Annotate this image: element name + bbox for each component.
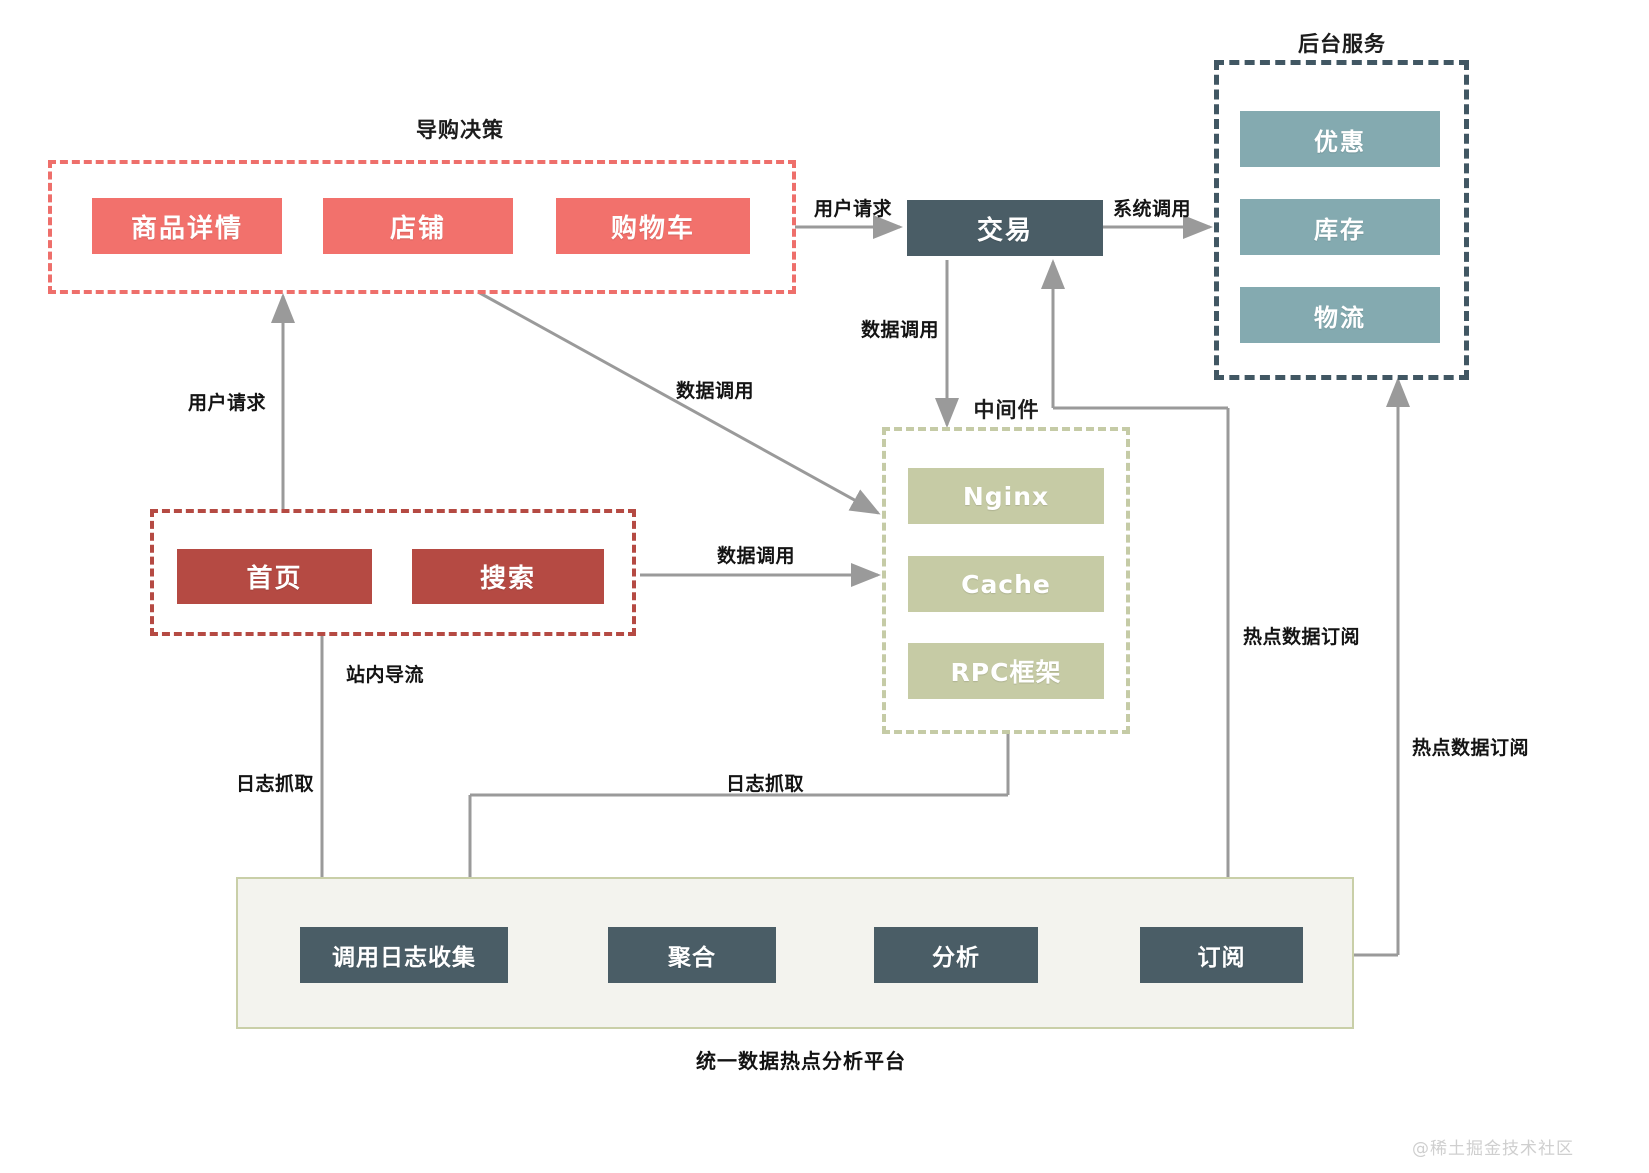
node-promotion[interactable]: 优惠 bbox=[1240, 111, 1440, 167]
group-box-guide bbox=[48, 160, 796, 294]
edge-label-data-call-trade-mw: 数据调用 bbox=[861, 319, 940, 341]
edge-label-log-capture-mid: 日志抓取 bbox=[726, 773, 805, 795]
edge-label-hotdata-subscribe-inner: 热点数据订阅 bbox=[1243, 626, 1361, 648]
node-search[interactable]: 搜索 bbox=[412, 549, 604, 604]
group-box-entry bbox=[150, 509, 636, 636]
node-homepage[interactable]: 首页 bbox=[177, 549, 372, 604]
group-box-backend bbox=[1214, 60, 1469, 380]
node-inventory[interactable]: 库存 bbox=[1240, 199, 1440, 255]
node-cache[interactable]: Cache bbox=[908, 556, 1104, 612]
group-title-guide: 导购决策 bbox=[416, 118, 504, 142]
node-shop[interactable]: 店铺 bbox=[323, 198, 513, 254]
edge-label-log-capture-left: 日志抓取 bbox=[236, 773, 315, 795]
node-product-detail[interactable]: 商品详情 bbox=[92, 198, 282, 254]
edge-label-system-call: 系统调用 bbox=[1113, 198, 1192, 220]
watermark: @稀土掘金技术社区 bbox=[1412, 1139, 1574, 1159]
group-title-middleware: 中间件 bbox=[973, 398, 1040, 422]
edge-label-user-request-guide: 用户请求 bbox=[188, 392, 267, 414]
group-title-backend: 后台服务 bbox=[1298, 32, 1386, 56]
node-subscribe[interactable]: 订阅 bbox=[1140, 927, 1303, 983]
node-aggregate[interactable]: 聚合 bbox=[608, 927, 776, 983]
platform-caption: 统一数据热点分析平台 bbox=[696, 1049, 906, 1073]
node-trade[interactable]: 交易 bbox=[907, 200, 1103, 256]
edge-label-user-request-trade: 用户请求 bbox=[814, 198, 893, 220]
node-analyze[interactable]: 分析 bbox=[874, 927, 1038, 983]
edge-label-data-call-entry-mw: 数据调用 bbox=[717, 545, 796, 567]
edge-label-data-call-guide-mw: 数据调用 bbox=[676, 380, 755, 402]
edge-label-instation-traffic: 站内导流 bbox=[346, 664, 425, 686]
node-cart[interactable]: 购物车 bbox=[556, 198, 750, 254]
node-rpc-framework[interactable]: RPC框架 bbox=[908, 643, 1104, 699]
node-nginx[interactable]: Nginx bbox=[908, 468, 1104, 524]
group-box-middleware bbox=[882, 427, 1130, 734]
node-logistics[interactable]: 物流 bbox=[1240, 287, 1440, 343]
edge-label-hotdata-subscribe-outer: 热点数据订阅 bbox=[1412, 737, 1530, 759]
node-log-collect[interactable]: 调用日志收集 bbox=[300, 927, 508, 983]
